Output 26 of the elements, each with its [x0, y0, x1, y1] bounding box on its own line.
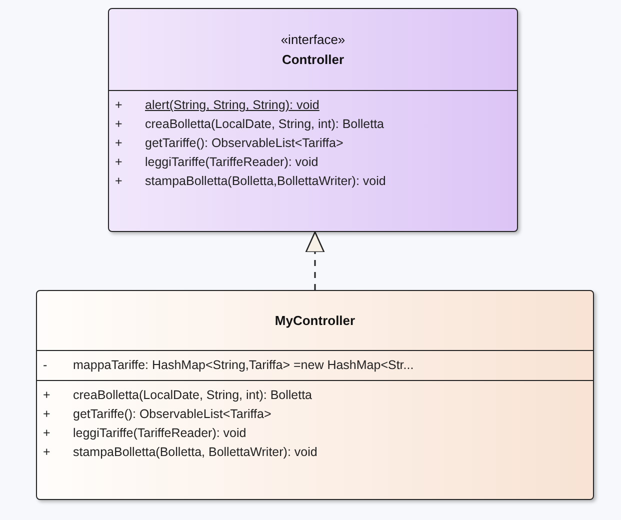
visibility-marker: +	[114, 116, 124, 134]
member-signature: leggiTariffe(TariffeReader): void	[73, 425, 246, 442]
stereotype: «interface»	[280, 30, 346, 48]
class-name: Controller	[282, 50, 344, 68]
visibility-marker: -	[42, 357, 48, 374]
visibility-marker: +	[42, 425, 52, 442]
realization-arrow	[305, 231, 325, 290]
member-signature: stampaBolletta(Bolletta, BollettaWriter): void	[73, 444, 318, 462]
class-name: MyController	[274, 312, 356, 330]
member-signature: getTariffe(): ObservableList<Tariffa>	[73, 406, 272, 424]
member-signature: stampaBolletta(Bolletta,BollettaWriter): void	[145, 173, 386, 190]
visibility-marker: +	[42, 444, 52, 462]
visibility-marker: +	[114, 173, 124, 190]
visibility-marker: +	[42, 406, 52, 424]
static-operation: alert(String, String, String): void	[145, 97, 320, 114]
visibility-marker: +	[114, 97, 124, 114]
visibility-marker: +	[42, 387, 52, 404]
member-signature: getTariffe(): ObservableList<Tariffa>	[145, 135, 344, 152]
class-box	[36, 290, 594, 500]
member-signature: creaBolletta(LocalDate, String, int): Bolletta	[73, 387, 312, 404]
visibility-marker: +	[114, 154, 124, 172]
class-box	[108, 8, 518, 232]
visibility-marker: +	[114, 135, 124, 152]
member-signature: mappaTariffe: HashMap<String,Tariffa> =new HashMap<Str...	[73, 357, 414, 374]
member-signature: creaBolletta(LocalDate, String, int): Bolletta	[145, 116, 384, 134]
member-signature: leggiTariffe(TariffeReader): void	[145, 154, 318, 172]
